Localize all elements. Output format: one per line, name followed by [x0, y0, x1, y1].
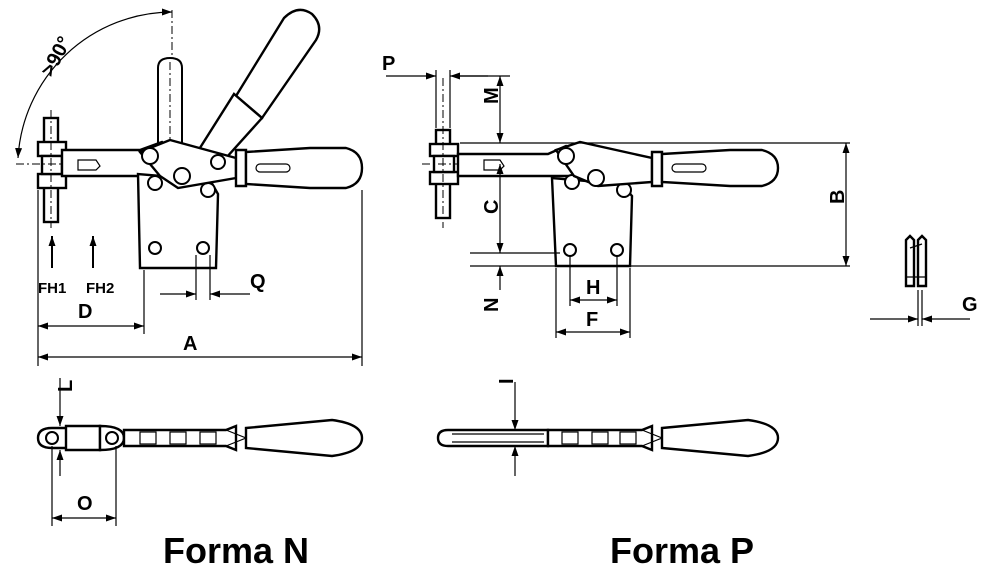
title-forma-p: Forma P [610, 530, 754, 571]
dim-g-label: G [962, 294, 978, 316]
forma-n-side-view: >90° [15, 8, 364, 366]
forma-n-top-view: L O [36, 378, 364, 526]
dim-d-label: D [78, 301, 92, 323]
dim-i-label: I [496, 378, 518, 384]
dim-p-label: P [382, 53, 395, 75]
dim-q-label: Q [250, 271, 266, 293]
spindle [16, 110, 90, 228]
dim-f-label: F [586, 309, 598, 331]
dim-a-label: A [183, 333, 197, 355]
horizontal-handle [234, 146, 364, 190]
spindle-end-detail: G [870, 234, 978, 326]
forma-p-top-view: I [436, 378, 780, 476]
force-fh2-label: FH2 [86, 280, 114, 297]
dim-o-label: O [77, 493, 93, 515]
dim-n-label: N [481, 298, 503, 312]
dim-m-label: M [481, 87, 503, 104]
dim-h-label: H [586, 277, 600, 299]
forma-p-side-view: P M C N B H F [382, 53, 850, 338]
dim-l-label: L [55, 380, 77, 392]
angle-label: >90° [37, 33, 76, 80]
force-fh1-label: FH1 [38, 280, 66, 297]
title-forma-n: Forma N [163, 530, 309, 571]
dim-b-label: B [827, 190, 849, 204]
dim-c-label: C [481, 200, 503, 214]
